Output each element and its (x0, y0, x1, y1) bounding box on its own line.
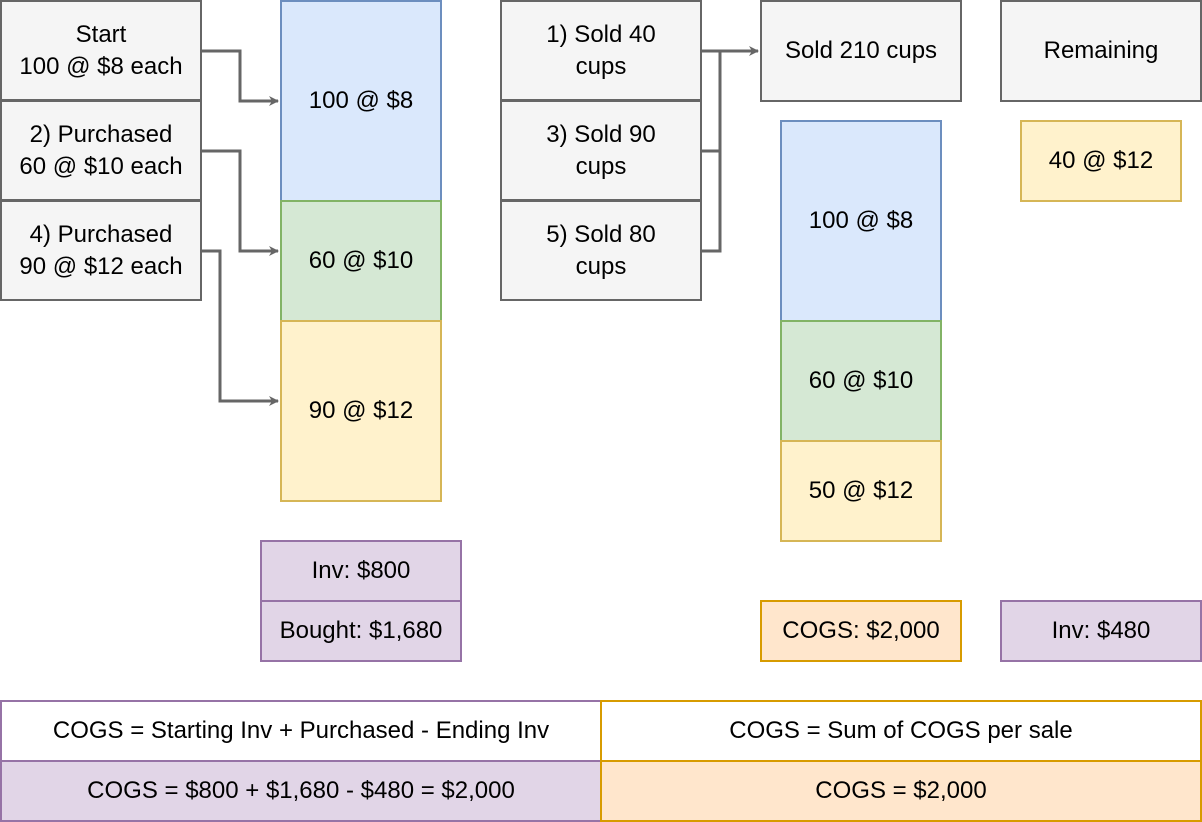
remaining-layer-1: 40 @ $12 (1020, 120, 1182, 202)
ending-inventory-value: Inv: $480 (1000, 600, 1202, 662)
sold-layer-1: 100 @ $8 (780, 120, 942, 322)
sold-total: Sold 210 cups (760, 0, 962, 102)
event-purchase-4: 4) Purchased 90 @ $12 each (0, 200, 202, 301)
inventory-layer-1: 100 @ $8 (280, 0, 442, 202)
sale-5: 5) Sold 80 cups (500, 200, 702, 301)
formula-right-header: COGS = Sum of COGS per sale (600, 700, 1202, 762)
formula-left-value: COGS = $800 + $1,680 - $480 = $2,000 (0, 760, 602, 822)
sale-1: 1) Sold 40 cups (500, 0, 702, 101)
sale-3: 3) Sold 90 cups (500, 100, 702, 201)
inventory-layer-2: 60 @ $10 (280, 200, 442, 322)
bought-value: Bought: $1,680 (260, 600, 462, 662)
inventory-layer-3: 90 @ $12 (280, 320, 442, 502)
event-purchase-2: 2) Purchased 60 @ $10 each (0, 100, 202, 201)
sold-layer-2: 60 @ $10 (780, 320, 942, 442)
event-start: Start 100 @ $8 each (0, 0, 202, 101)
arrow-purchase4-to-layer3 (201, 249, 279, 406)
starting-inventory-value: Inv: $800 (260, 540, 462, 602)
formula-right-value: COGS = $2,000 (600, 760, 1202, 822)
sold-layer-3: 50 @ $12 (780, 440, 942, 542)
remaining-title: Remaining (1000, 0, 1202, 102)
line-sale5-join (701, 151, 722, 253)
arrow-purchase2-to-layer2 (201, 149, 279, 256)
cogs-value: COGS: $2,000 (760, 600, 962, 662)
line-sale3-join (701, 51, 722, 153)
arrow-start-to-layer1 (201, 49, 279, 106)
formula-left-header: COGS = Starting Inv + Purchased - Ending… (0, 700, 602, 762)
